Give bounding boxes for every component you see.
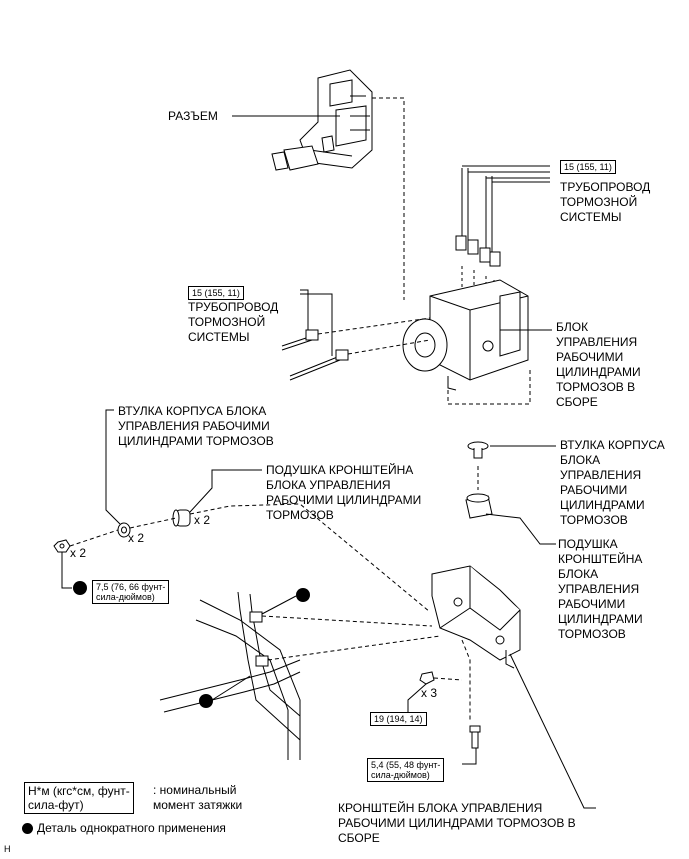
brake-line-left-label: ТРУБОПРОВОД ТОРМОЗНОЙ СИСТЕМЫ <box>188 300 279 344</box>
bracket-label: КРОНШТЕЙН БЛОКА УПРАВЛЕНИЯ РАБОЧИМИ ЦИЛИ… <box>338 801 576 845</box>
collar-left-label: ВТУЛКА КОРПУСА БЛОКА УПРАВЛЕНИЯ РАБОЧИМИ… <box>118 404 274 448</box>
torque-brake-line-top: 15 (155, 11) <box>560 160 616 174</box>
nut-left-qty: x 2 <box>70 546 87 560</box>
non-reusable-marker-nut <box>73 581 87 595</box>
actuator-assy-label: БЛОК УПРАВЛЕНИЯ РАБОЧИМИ ЦИЛИНДРАМИ ТОРМ… <box>556 320 641 409</box>
brake-line-top-label: ТРУБОПРОВОД ТОРМОЗНОЙ СИСТЕМЫ <box>560 180 651 224</box>
top-brake-pipes <box>455 165 550 300</box>
abs-actuator-part <box>402 279 540 391</box>
bolt-bracket-qty: x 3 <box>421 686 438 700</box>
legend-unit-box: Н*м (кгс*см, фунт- сила-фут) <box>24 782 134 814</box>
cushion-left-qty: x 2 <box>194 513 211 527</box>
cushion-left-label: ПОДУШКА КРОНШТЕЙНА БЛОКА УПРАВЛЕНИЯ РАБО… <box>266 463 422 522</box>
collar-right-part <box>467 441 489 459</box>
corner-mark: H <box>4 844 11 854</box>
torque-nut-left: 7,5 (76, 66 фунт- сила-дюймов) <box>92 580 170 604</box>
cushion-right-part <box>465 493 493 519</box>
non-reusable-marker-frame-left <box>199 694 213 708</box>
left-brake-pipes <box>281 289 431 381</box>
bracket-part <box>431 565 521 669</box>
non-reusable-marker-frame-top <box>296 588 310 602</box>
torque-brake-line-left: 15 (155, 11) <box>188 286 244 300</box>
legend-unit-desc: : номинальный момент затяжки <box>153 783 243 812</box>
nut-left-part <box>53 539 71 553</box>
torque-bolt-bottom: 5,4 (55, 48 фунт- сила-дюймов) <box>367 758 445 782</box>
collar-left-qty: x 2 <box>128 531 145 545</box>
legend-non-reusable-icon <box>22 823 33 834</box>
bottom-bolt-part <box>469 725 481 749</box>
connector-label: РАЗЪЕМ <box>168 109 218 123</box>
connector-part <box>271 69 373 171</box>
bracket-bolt-part <box>419 671 435 685</box>
frame-part <box>159 591 441 760</box>
cushion-right-label: ПОДУШКА КРОНШТЕЙНА БЛОКА УПРАВЛЕНИЯ РАБО… <box>558 537 643 641</box>
collar-right-label: ВТУЛКА КОРПУСА БЛОКА УПРАВЛЕНИЯ РАБОЧИМИ… <box>560 438 665 527</box>
legend-non-reusable-text: Деталь однократного применения <box>37 821 226 835</box>
torque-bolt-bracket: 19 (194, 14) <box>370 712 427 726</box>
cushion-left-part <box>172 509 191 527</box>
